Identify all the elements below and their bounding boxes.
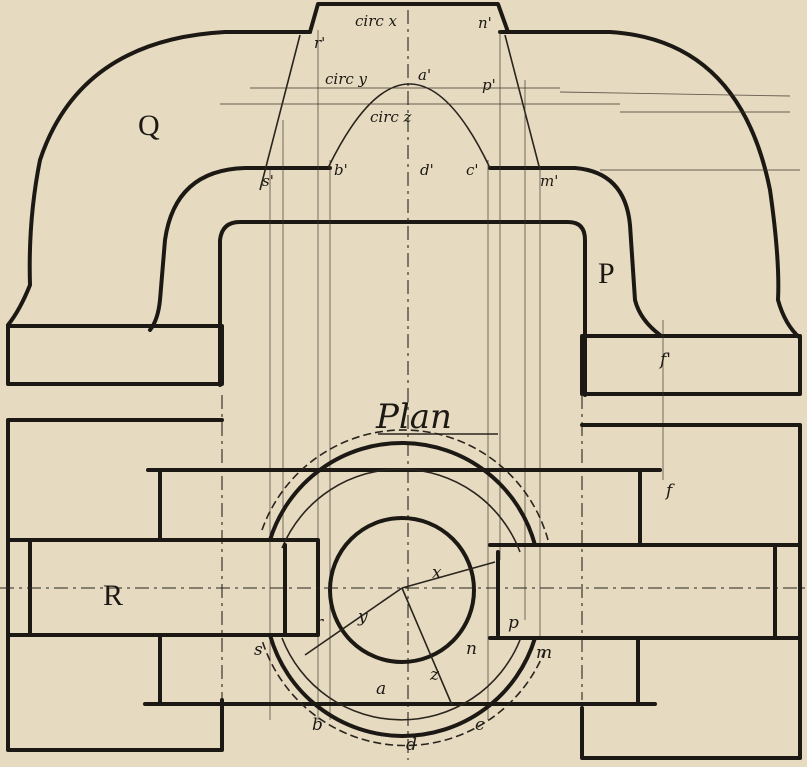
inner-arch-left <box>148 166 332 332</box>
label-m-prime: m' <box>540 172 558 190</box>
label-n-prime: n' <box>478 14 492 32</box>
middle-ring <box>281 468 521 721</box>
label-c-prime: c' <box>466 161 479 179</box>
elevation-bar-right <box>580 334 802 396</box>
outer-arch-right <box>498 30 802 340</box>
nozzle-top <box>308 2 510 34</box>
label-z: z <box>429 665 440 685</box>
radius-y <box>304 587 403 656</box>
inner-arch-right <box>488 166 662 337</box>
label-s: s <box>254 640 263 660</box>
label-m: m <box>536 643 552 663</box>
parabola-curve <box>327 83 491 169</box>
label-f-prime: f' <box>658 350 671 370</box>
label-f: f <box>664 481 675 501</box>
radius-x <box>401 561 496 589</box>
label-d-prime: d' <box>420 161 434 179</box>
label-c: c <box>475 715 485 735</box>
label-y: y <box>357 607 368 627</box>
outer-ring-dash <box>261 429 549 747</box>
label-r-prime: r' <box>314 34 325 52</box>
label-R: R <box>103 579 123 612</box>
label-s-prime: s' <box>262 172 274 190</box>
inner-circle <box>328 516 476 664</box>
level-line-3 <box>559 91 791 97</box>
label-n: n <box>466 639 477 659</box>
taper-right <box>504 34 541 171</box>
plan-block-right <box>580 423 802 760</box>
label-x: x <box>432 563 442 583</box>
outer-ring <box>268 441 537 738</box>
elevation-bar-left <box>6 324 224 386</box>
plan-title: Plan <box>375 397 452 437</box>
plan-block-left <box>6 418 224 752</box>
label-p: p <box>508 613 519 633</box>
label-d: d <box>406 735 417 755</box>
radius-z <box>401 587 453 706</box>
outer-arch-left <box>6 30 312 327</box>
label-Q: Q <box>138 109 160 142</box>
bar-right <box>488 543 802 640</box>
label-r: r <box>315 613 324 633</box>
taper-left <box>259 34 301 191</box>
label-a-prime: a' <box>418 66 431 84</box>
label-b-prime: b' <box>334 161 348 179</box>
label-a: a <box>376 679 386 699</box>
label-circ-x: circ x <box>355 12 398 30</box>
label-p-prime: p' <box>482 76 496 94</box>
label-circ-y: circ y <box>325 70 368 88</box>
label-P: P <box>598 257 615 290</box>
label-circ-z: circ z <box>370 108 412 126</box>
central-block <box>218 220 587 397</box>
label-b: b <box>312 715 323 735</box>
